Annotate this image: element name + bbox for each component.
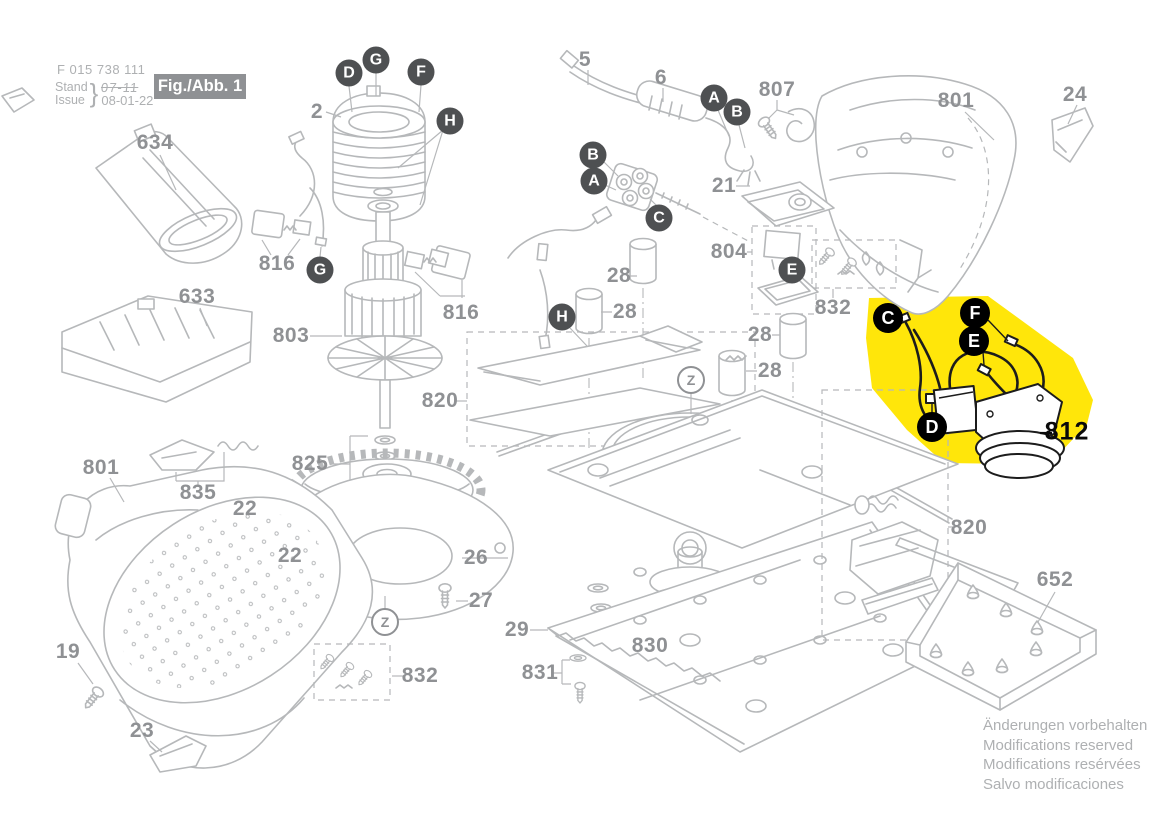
callout-d-black: D bbox=[917, 412, 947, 442]
part-801-bottom-art bbox=[54, 465, 374, 769]
callout-g-gray: G bbox=[306, 256, 334, 284]
part-2-art bbox=[325, 73, 444, 222]
part-21-art bbox=[736, 181, 835, 227]
part-label-832: 832 bbox=[401, 664, 439, 687]
callout-b-gray: B bbox=[579, 141, 607, 169]
part-label-24: 24 bbox=[1062, 83, 1088, 106]
callout-f-black: F bbox=[960, 298, 990, 328]
callout-f-gray: F bbox=[407, 58, 435, 86]
part-label-807: 807 bbox=[758, 78, 796, 101]
part-label-22: 22 bbox=[232, 497, 258, 520]
part-label-803: 803 bbox=[272, 324, 310, 347]
part-820-right-art bbox=[821, 389, 956, 641]
revision-brace: } bbox=[89, 78, 99, 108]
part-label-825: 825 bbox=[291, 452, 329, 475]
part-label-19: 19 bbox=[55, 640, 81, 663]
part-label-22: 22 bbox=[277, 544, 303, 567]
part-label-634: 634 bbox=[136, 131, 174, 154]
part-812-art bbox=[896, 311, 1065, 479]
revision-block: Stand Issue } 07-11 08-01-22 bbox=[55, 78, 153, 109]
part-label-28: 28 bbox=[747, 323, 773, 346]
part-801-top-art bbox=[814, 75, 1017, 315]
part-label-801: 801 bbox=[937, 89, 975, 112]
callout-g-gray: G bbox=[362, 46, 390, 74]
callout-c-gray: C bbox=[645, 204, 673, 232]
superseded-date: 07-11 bbox=[100, 79, 140, 95]
platform-plate-art bbox=[547, 389, 959, 549]
part-835-art bbox=[149, 439, 259, 487]
part-label-5: 5 bbox=[578, 48, 592, 71]
part-label-804: 804 bbox=[710, 240, 748, 263]
part-label-820: 820 bbox=[950, 516, 988, 539]
issue-label: Issue bbox=[55, 92, 85, 107]
part-24-art bbox=[1051, 104, 1094, 163]
part-652-art bbox=[895, 537, 1097, 711]
part-19-art bbox=[77, 662, 107, 713]
callout-h-gray: H bbox=[436, 107, 464, 135]
part-633-art bbox=[61, 295, 253, 403]
part-label-26: 26 bbox=[463, 546, 489, 569]
callout-e-gray: E bbox=[778, 256, 806, 284]
part-label-633: 633 bbox=[178, 285, 216, 308]
callout-c-black: C bbox=[873, 303, 903, 333]
part-832-right-art bbox=[811, 239, 932, 298]
stand-label: Stand bbox=[55, 79, 88, 94]
part-5-6-cable-art bbox=[559, 49, 761, 186]
callout-a-gray: A bbox=[580, 167, 608, 195]
part-label-27: 27 bbox=[468, 589, 494, 612]
part-label-832: 832 bbox=[814, 296, 852, 319]
part-label-835: 835 bbox=[179, 481, 217, 504]
part-label-820: 820 bbox=[421, 389, 459, 412]
part-label-812: 812 bbox=[1044, 417, 1090, 446]
notice-line-de: Änderungen vorbehalten bbox=[983, 717, 1148, 734]
part-820-left-art bbox=[456, 325, 756, 447]
callout-e-black: E bbox=[959, 326, 989, 356]
part-label-23: 23 bbox=[129, 719, 155, 742]
notice-line-en: Modifications reserved bbox=[983, 736, 1134, 754]
notice-line-es: Salvo modificaciones bbox=[983, 775, 1124, 793]
callout-b-gray: B bbox=[723, 98, 751, 126]
part-831-art bbox=[553, 654, 587, 704]
part-label-29: 29 bbox=[504, 618, 530, 641]
modifications-notice: Änderungen vorbehalten Modifications res… bbox=[983, 716, 1147, 794]
part-label-28: 28 bbox=[606, 264, 632, 287]
part-label-21: 21 bbox=[711, 174, 737, 197]
small-clip-art bbox=[1, 87, 35, 113]
notice-line-fr: Modifications resérvées bbox=[983, 756, 1141, 773]
part-23-art bbox=[149, 735, 207, 773]
part-label-831: 831 bbox=[521, 661, 559, 684]
part-816-left-art bbox=[251, 130, 328, 258]
callout-a-gray: A bbox=[700, 84, 728, 112]
document-number: F 015 738 111 bbox=[57, 62, 146, 77]
part-634-art bbox=[95, 123, 243, 264]
part-label-28: 28 bbox=[612, 300, 638, 323]
callout-z-outline: Z bbox=[677, 366, 705, 394]
part-label-652: 652 bbox=[1036, 568, 1074, 591]
part-label-830: 830 bbox=[631, 634, 669, 657]
callout-d-gray: D bbox=[335, 59, 363, 87]
part-label-6: 6 bbox=[654, 66, 668, 89]
part-label-801: 801 bbox=[82, 456, 120, 479]
issue-date: 08-01-22 bbox=[101, 92, 154, 108]
part-816-middle-art bbox=[403, 205, 613, 350]
part-803-art bbox=[310, 187, 443, 429]
part-label-2: 2 bbox=[310, 100, 324, 123]
connector-block-art bbox=[602, 160, 753, 244]
part-807-art bbox=[755, 100, 816, 143]
part-label-28: 28 bbox=[757, 359, 783, 382]
part-label-816: 816 bbox=[258, 252, 296, 275]
callout-h-gray: H bbox=[548, 303, 576, 331]
part-832-left-art bbox=[313, 643, 404, 701]
part-label-816: 816 bbox=[442, 301, 480, 324]
figure-badge: Fig./Abb. 1 bbox=[154, 74, 246, 99]
callout-z-outline: Z bbox=[371, 608, 399, 636]
